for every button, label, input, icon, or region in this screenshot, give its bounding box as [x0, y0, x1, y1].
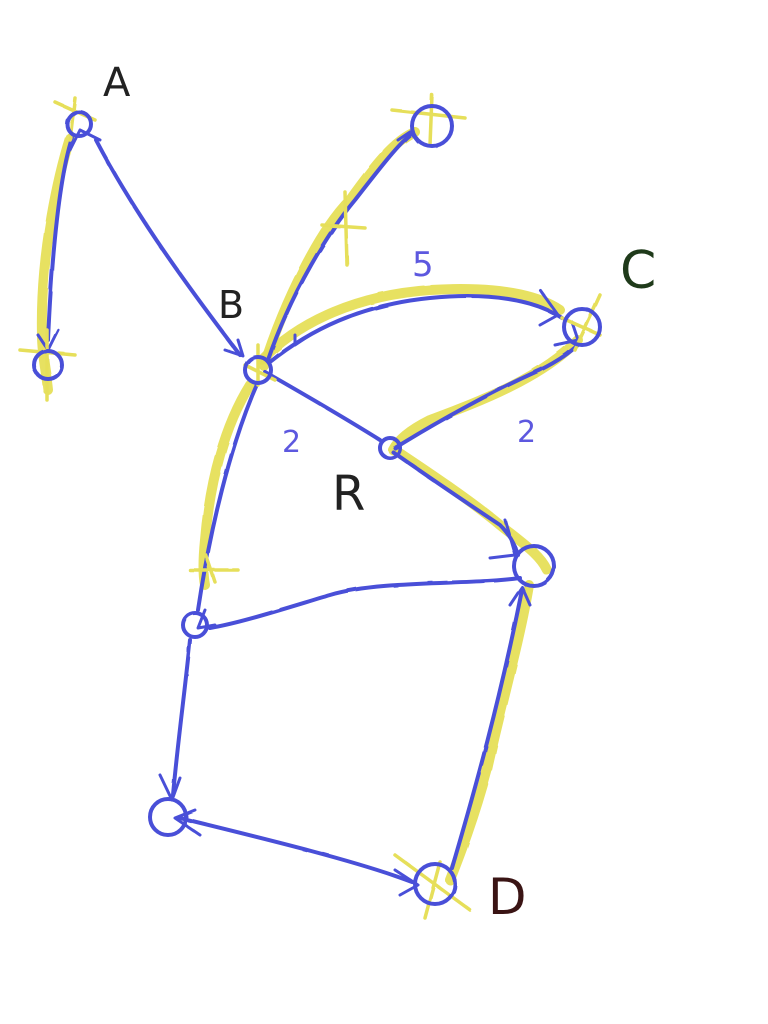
- weight-r-to-c: 2: [517, 415, 536, 450]
- node-left-middle: [181, 611, 209, 639]
- edge-r-to-right: [391, 450, 520, 557]
- edge-layer: [46, 133, 580, 884]
- weight-b-to-r: 2: [282, 425, 301, 460]
- label-b: B: [218, 283, 244, 327]
- node-bottom-left: [148, 797, 188, 837]
- arrowhead-c-in: [538, 288, 560, 327]
- tick-d: [393, 853, 472, 920]
- label-layer: A B C D R 5 2 2: [103, 60, 656, 926]
- node-a: [65, 110, 93, 138]
- node-c: [562, 307, 602, 347]
- tick-top-node: [390, 93, 467, 147]
- node-r: [378, 436, 402, 460]
- highlight-b-to-c: [257, 284, 565, 365]
- edge-b-to-left-mid: [196, 380, 260, 612]
- node-top-endpoint: [410, 104, 454, 148]
- arrowhead-bottom-left-in2: [173, 808, 202, 837]
- label-d: D: [488, 868, 527, 926]
- label-a: A: [103, 60, 131, 106]
- tick-mid-left-edge: [188, 553, 240, 584]
- edge-r-to-c: [393, 343, 580, 450]
- edge-a-to-left: [46, 136, 74, 342]
- edge-d-to-right: [450, 588, 524, 870]
- highlight-b-to-top: [259, 127, 420, 371]
- edge-b-to-r: [263, 370, 382, 442]
- label-r: R: [332, 466, 365, 522]
- node-d: [413, 862, 457, 906]
- tick-c: [560, 293, 602, 352]
- edge-left-mid-to-bottom-left: [171, 638, 192, 797]
- tick-layer: [18, 93, 602, 920]
- node-layer: [32, 104, 602, 906]
- arrowhead-b-in: [223, 338, 245, 358]
- arrowhead-b-out: [293, 333, 312, 347]
- edge-right-to-left-mid: [208, 576, 522, 630]
- highlight-a-to-left: [36, 133, 75, 395]
- arrowhead-d-in: [393, 868, 420, 897]
- edge-d-to-bottom-left: [178, 816, 414, 884]
- arrowhead-right-from-d: [508, 585, 532, 607]
- label-c: C: [620, 241, 656, 301]
- highlight-right-to-d: [445, 580, 534, 885]
- edge-b-to-top: [266, 133, 412, 362]
- node-right: [512, 544, 556, 588]
- node-b: [243, 355, 273, 385]
- node-a-left-endpoint: [32, 349, 64, 381]
- edge-a-to-b: [94, 138, 242, 357]
- weight-b-to-c: 5: [412, 245, 434, 285]
- tick-top-edge: [320, 190, 367, 267]
- arrowhead-a-out: [68, 128, 102, 152]
